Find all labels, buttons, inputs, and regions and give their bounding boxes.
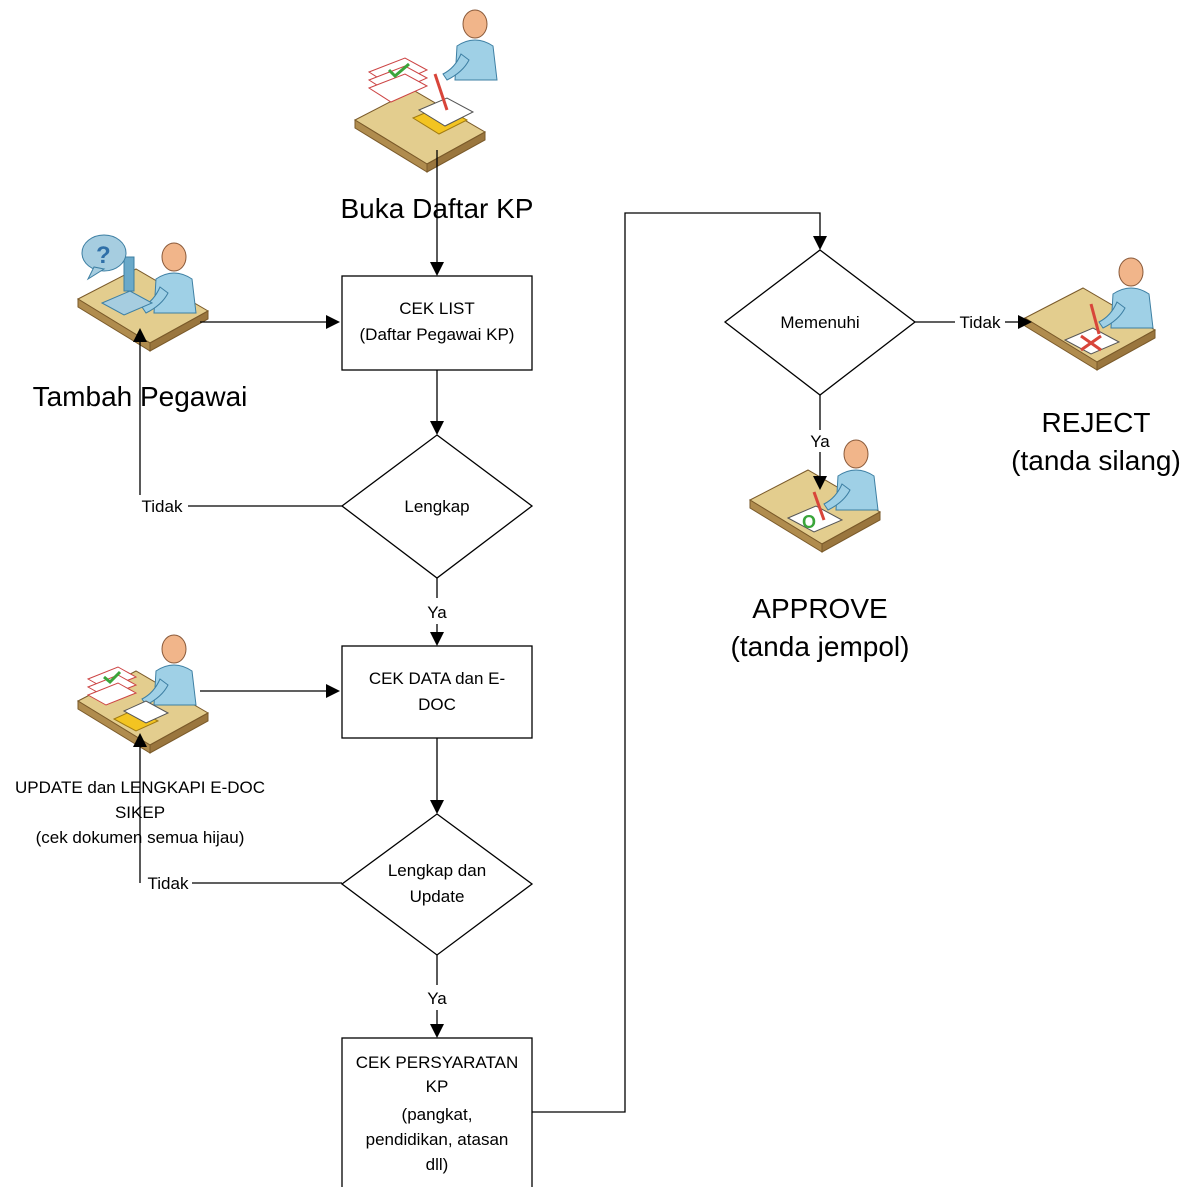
person-at-desk-approve-icon: O — [749, 439, 881, 553]
update-edoc-line1: UPDATE dan LENGKAPI E-DOC — [15, 778, 265, 797]
approve-line2: (tanda jempol) — [731, 631, 910, 662]
edge-label-memenuhi-yes: Ya — [810, 432, 830, 451]
edge-persyaratan-to-memenuhi — [532, 212, 821, 1113]
process-cek-data — [341, 645, 533, 739]
lengkap-update-line2: Update — [410, 887, 465, 906]
persyaratan-line4: pendidikan, atasan — [366, 1130, 509, 1149]
memenuhi-label: Memenuhi — [780, 313, 859, 332]
process-cek-persyaratan — [341, 1037, 533, 1187]
lengkap-label: Lengkap — [404, 497, 469, 516]
edge-label-memenuhi-no: Tidak — [960, 313, 1001, 332]
decision-lengkap-update — [340, 813, 534, 956]
person-at-desk-phone-icon: ? — [77, 234, 209, 352]
persyaratan-line2: KP — [426, 1077, 449, 1096]
svg-text:O: O — [802, 512, 816, 532]
update-edoc-line3: (cek dokumen semua hijau) — [36, 828, 245, 847]
reject-line1: REJECT — [1042, 407, 1151, 438]
cek-data-line2: DOC — [418, 695, 456, 714]
svg-text:?: ? — [96, 242, 111, 269]
cek-list-line1: CEK LIST — [399, 299, 475, 318]
person-at-desk-edoc-icon — [77, 634, 209, 754]
process-cek-list — [341, 275, 533, 371]
edge-label-update-no: Tidak — [148, 874, 189, 893]
decision-lengkap — [340, 434, 534, 579]
approve-line1: APPROVE — [752, 593, 887, 624]
edge-label-update-yes: Ya — [427, 989, 447, 1008]
buka-daftar-label: Buka Daftar KP — [341, 193, 534, 224]
edge-label-lengkap-no: Tidak — [142, 497, 183, 516]
tambah-pegawai-label: Tambah Pegawai — [33, 381, 248, 412]
person-at-desk-checklist-icon — [354, 9, 498, 173]
cek-data-line1: CEK DATA dan E- — [369, 669, 505, 688]
reject-line2: (tanda silang) — [1011, 445, 1181, 476]
edge-label-lengkap-yes: Ya — [427, 603, 447, 622]
persyaratan-line5: dll) — [426, 1155, 449, 1174]
persyaratan-line3: (pangkat, — [402, 1105, 473, 1124]
lengkap-update-line1: Lengkap dan — [388, 861, 486, 880]
decision-memenuhi — [723, 249, 917, 396]
person-at-desk-reject-icon — [1024, 257, 1156, 371]
cek-list-line2: (Daftar Pegawai KP) — [360, 325, 515, 344]
update-edoc-line2: SIKEP — [115, 803, 165, 822]
persyaratan-line1: CEK PERSYARATAN — [356, 1053, 518, 1072]
